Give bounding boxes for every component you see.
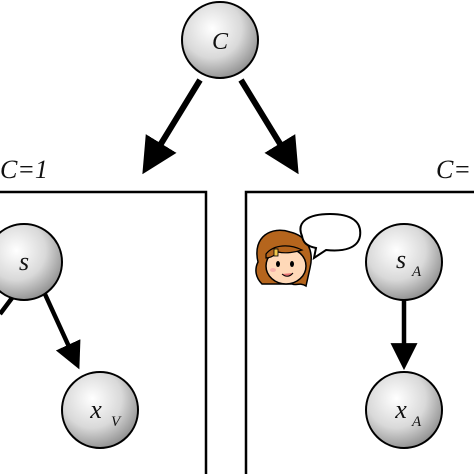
arrow-c-to-left: [142, 78, 203, 175]
node-xa-subscript: A: [411, 414, 422, 430]
node-xv-label: x: [89, 395, 102, 424]
speech-bubble-icon: [299, 212, 362, 261]
left-frame: [0, 190, 208, 474]
arrow-s-offscreen: [0, 296, 14, 316]
node-xa-label: x: [394, 395, 407, 424]
node-xv: x V: [61, 371, 139, 449]
node-sa-subscript: A: [411, 264, 422, 280]
node-c: C: [181, 1, 259, 79]
case-label-right: C=: [436, 155, 471, 184]
arrow-c-to-right: [238, 78, 299, 175]
speaking-girl-icon: [255, 229, 312, 288]
node-sa: s A: [365, 223, 443, 301]
right-frame: [244, 190, 474, 474]
node-xa: x A: [365, 371, 443, 449]
node-sa-label: s: [396, 245, 406, 274]
case-label-left: C=1: [0, 155, 48, 184]
node-s: s: [0, 223, 63, 301]
node-s-label: s: [19, 247, 29, 276]
node-xv-subscript: V: [111, 414, 122, 430]
arrow-s-to-xv: [41, 291, 81, 370]
node-c-label: C: [212, 29, 229, 55]
